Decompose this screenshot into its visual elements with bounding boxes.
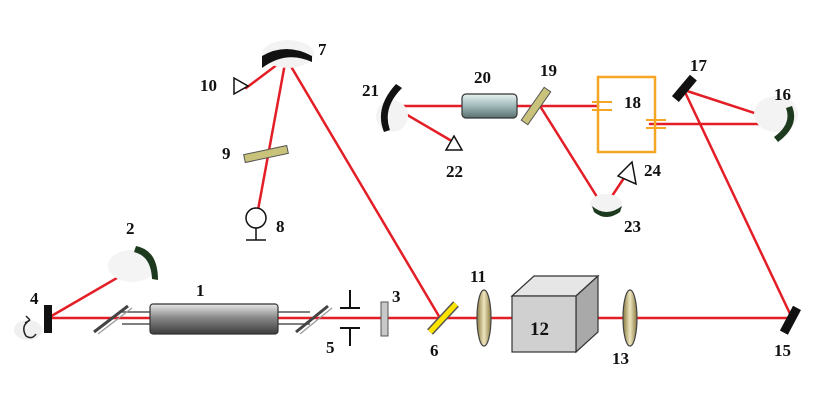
label-21: 21 xyxy=(362,81,379,100)
plate-3 xyxy=(380,301,389,337)
laser-tube xyxy=(93,303,333,335)
label-5: 5 xyxy=(326,338,335,357)
label-7: 7 xyxy=(318,40,327,59)
component-labels: 1 2 3 4 5 6 7 8 9 10 11 12 13 15 16 17 1… xyxy=(30,40,791,368)
counter-clockwise-arrow-icon xyxy=(14,315,42,340)
triangle-detector-icon xyxy=(616,160,637,186)
label-18: 18 xyxy=(624,93,641,112)
label-20: 20 xyxy=(474,68,491,87)
label-8: 8 xyxy=(276,217,285,236)
lens-11 xyxy=(476,289,492,347)
beam-7-to-8 xyxy=(256,56,288,212)
curved-mirror-7 xyxy=(262,40,314,68)
label-24: 24 xyxy=(644,161,662,180)
laser-tube-body xyxy=(149,303,279,335)
label-11: 11 xyxy=(470,267,486,286)
cell-18 xyxy=(592,75,666,154)
brewster-window-right xyxy=(295,304,329,334)
curved-mirror-21 xyxy=(376,84,408,132)
label-4: 4 xyxy=(30,289,39,308)
label-9: 9 xyxy=(222,144,231,163)
triangle-detector-icon xyxy=(444,134,464,151)
crystal-20 xyxy=(461,93,518,119)
mirror-15 xyxy=(779,305,801,335)
label-15: 15 xyxy=(774,341,791,360)
label-22: 22 xyxy=(446,162,463,181)
label-13: 13 xyxy=(612,349,629,368)
beam-6-to-7 xyxy=(284,56,442,320)
mirror-17 xyxy=(671,74,697,102)
label-19: 19 xyxy=(540,61,557,80)
plate-9 xyxy=(243,144,289,164)
beam-splitter-6 xyxy=(427,301,459,335)
plate-19 xyxy=(520,86,552,126)
triangle-detector-icon xyxy=(233,76,250,96)
label-17: 17 xyxy=(690,56,708,75)
label-1: 1 xyxy=(196,281,205,300)
curved-mirror-16 xyxy=(754,96,798,142)
lens-13 xyxy=(622,289,638,347)
curved-mirror-23 xyxy=(590,194,622,217)
beam-19-to-23 xyxy=(538,104,606,210)
circle-on-stand-icon xyxy=(245,207,267,241)
curved-mirror-2 xyxy=(108,246,158,282)
label-6: 6 xyxy=(430,341,439,360)
label-10: 10 xyxy=(200,76,217,95)
iris-aperture-5 xyxy=(340,290,360,346)
beam-15-to-17 xyxy=(682,88,794,320)
end-mirror-4 xyxy=(44,305,52,333)
label-2: 2 xyxy=(126,219,135,238)
sample-cube-12 xyxy=(510,274,600,354)
label-16: 16 xyxy=(774,85,791,104)
label-3: 3 xyxy=(392,287,401,306)
label-23: 23 xyxy=(624,217,641,236)
label-12: 12 xyxy=(530,319,549,340)
brewster-window-left xyxy=(93,304,129,334)
